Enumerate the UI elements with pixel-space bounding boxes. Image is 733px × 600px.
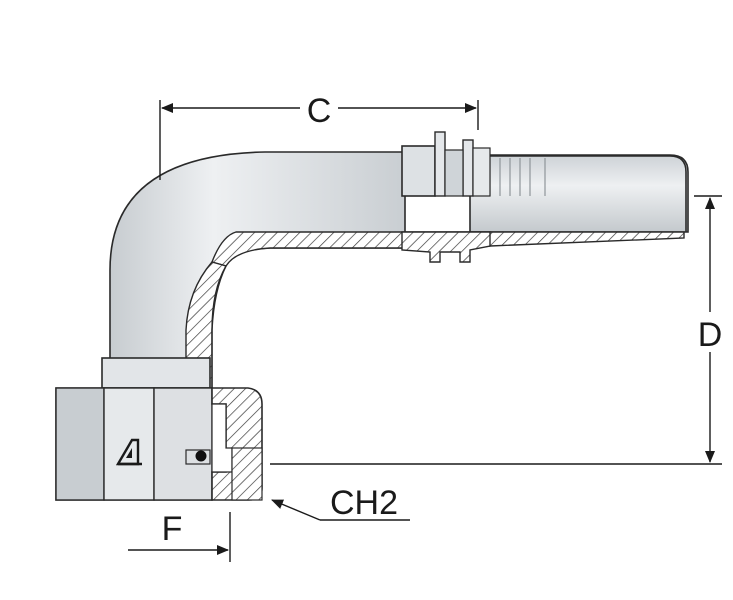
ch2-label: CH2 (330, 484, 398, 522)
tail-end-outline (490, 155, 687, 232)
ferrule-groove (444, 149, 464, 197)
ferrule-ring-left (434, 131, 446, 197)
nut-collar (101, 357, 211, 389)
dim-d-label: D (698, 316, 723, 354)
hex-nut-face-right (153, 387, 213, 501)
dim-c-label: C (307, 92, 332, 130)
nut-seat-block (231, 447, 263, 501)
hex-nut-face-left (55, 387, 105, 501)
ferrule-ring-right (462, 139, 474, 197)
dim-d-label-bg (694, 312, 726, 352)
ferrule-step (472, 147, 491, 197)
dim-f-label: F (162, 510, 183, 548)
brand-mark-icon (115, 438, 142, 466)
o-ring (195, 450, 207, 462)
elbow-tube-body (109, 151, 406, 361)
hose-tail-body (469, 154, 689, 233)
section-collar (401, 231, 491, 263)
dim-c-label-bg (300, 90, 338, 126)
o-ring-groove (185, 449, 211, 465)
ch2-leader (271, 499, 321, 521)
ferrule-collar (401, 145, 436, 197)
inner-bore-line (211, 265, 227, 440)
